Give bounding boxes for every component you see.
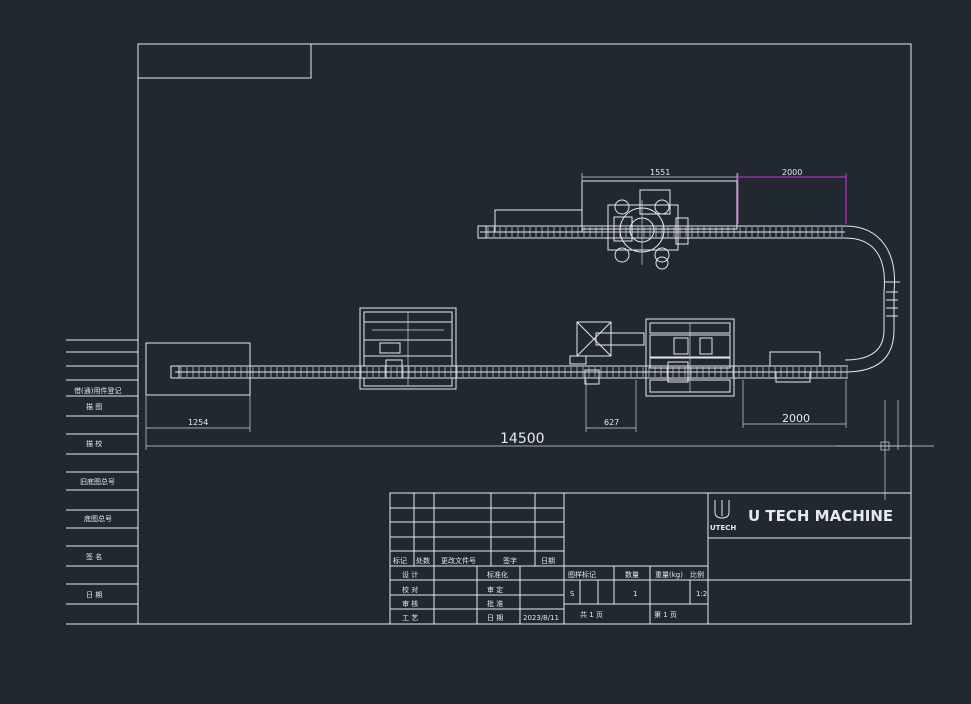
stage-quantity: 数量 <box>625 570 639 579</box>
label-old-drawing-no: 旧底图总号 <box>80 477 115 486</box>
role-approval-check: 审 定 <box>487 585 503 594</box>
rotary-capper <box>581 180 738 270</box>
capping-machine <box>645 318 735 397</box>
filling-machine <box>359 307 457 390</box>
stage-weight: 重量(kg) <box>655 571 683 579</box>
label-trace-check: 描 校 <box>86 439 102 448</box>
cap-feeder <box>569 321 645 385</box>
label-date: 日 期 <box>86 591 102 599</box>
role-standardization: 标准化 <box>487 570 508 579</box>
dim-1551: 1551 <box>650 168 670 177</box>
sheet-total: 共 1 页 <box>580 610 603 619</box>
label-signature: 签 名 <box>86 552 102 561</box>
dim-2000-top: 2000 <box>782 168 802 177</box>
left-margin-table <box>66 339 138 625</box>
title-block <box>389 492 912 625</box>
role-review: 审 核 <box>402 599 418 608</box>
rev-header-date: 日期 <box>541 557 555 565</box>
scale-value: 1:2 <box>696 590 707 598</box>
labeling-machine <box>769 351 821 383</box>
sheet-number: 第 1 页 <box>654 610 677 619</box>
dim-2000-bottom: 2000 <box>782 412 810 425</box>
dim-1254: 1254 <box>188 418 208 427</box>
dim-627: 627 <box>604 418 619 427</box>
company-name: U TECH MACHINE <box>748 507 893 525</box>
label-trace: 描 图 <box>86 402 102 411</box>
role-design: 设 计 <box>402 570 418 579</box>
label-registration: 借(通)用件登记 <box>74 386 121 395</box>
dimension-lines <box>145 173 934 500</box>
quantity-value: 1 <box>633 590 637 598</box>
company-logo <box>714 500 730 519</box>
corner-box <box>137 43 312 79</box>
rev-header-count: 处数 <box>416 556 430 565</box>
label-drawing-no: 底图总号 <box>84 514 112 523</box>
role-date: 日 期 <box>487 614 503 622</box>
logo-subtitle: UTECH <box>710 524 736 532</box>
rev-header-sign: 签字 <box>503 556 517 565</box>
stage-drawing-mark: 图样标记 <box>568 570 596 579</box>
stage-mark-value: S <box>570 590 575 598</box>
rev-header-mark: 标记 <box>393 556 407 565</box>
role-process: 工 艺 <box>402 614 418 622</box>
role-proofread: 校 对 <box>402 585 418 594</box>
dim-overall: 14500 <box>500 431 545 447</box>
role-approve: 批 准 <box>487 599 503 608</box>
infeed-table <box>145 342 251 396</box>
rev-header-docno: 更改文件号 <box>441 556 476 565</box>
date-value: 2023/8/11 <box>523 614 559 622</box>
bottom-conveyor <box>170 365 848 379</box>
curved-conveyor <box>844 225 900 373</box>
stage-scale: 比例 <box>690 570 704 579</box>
